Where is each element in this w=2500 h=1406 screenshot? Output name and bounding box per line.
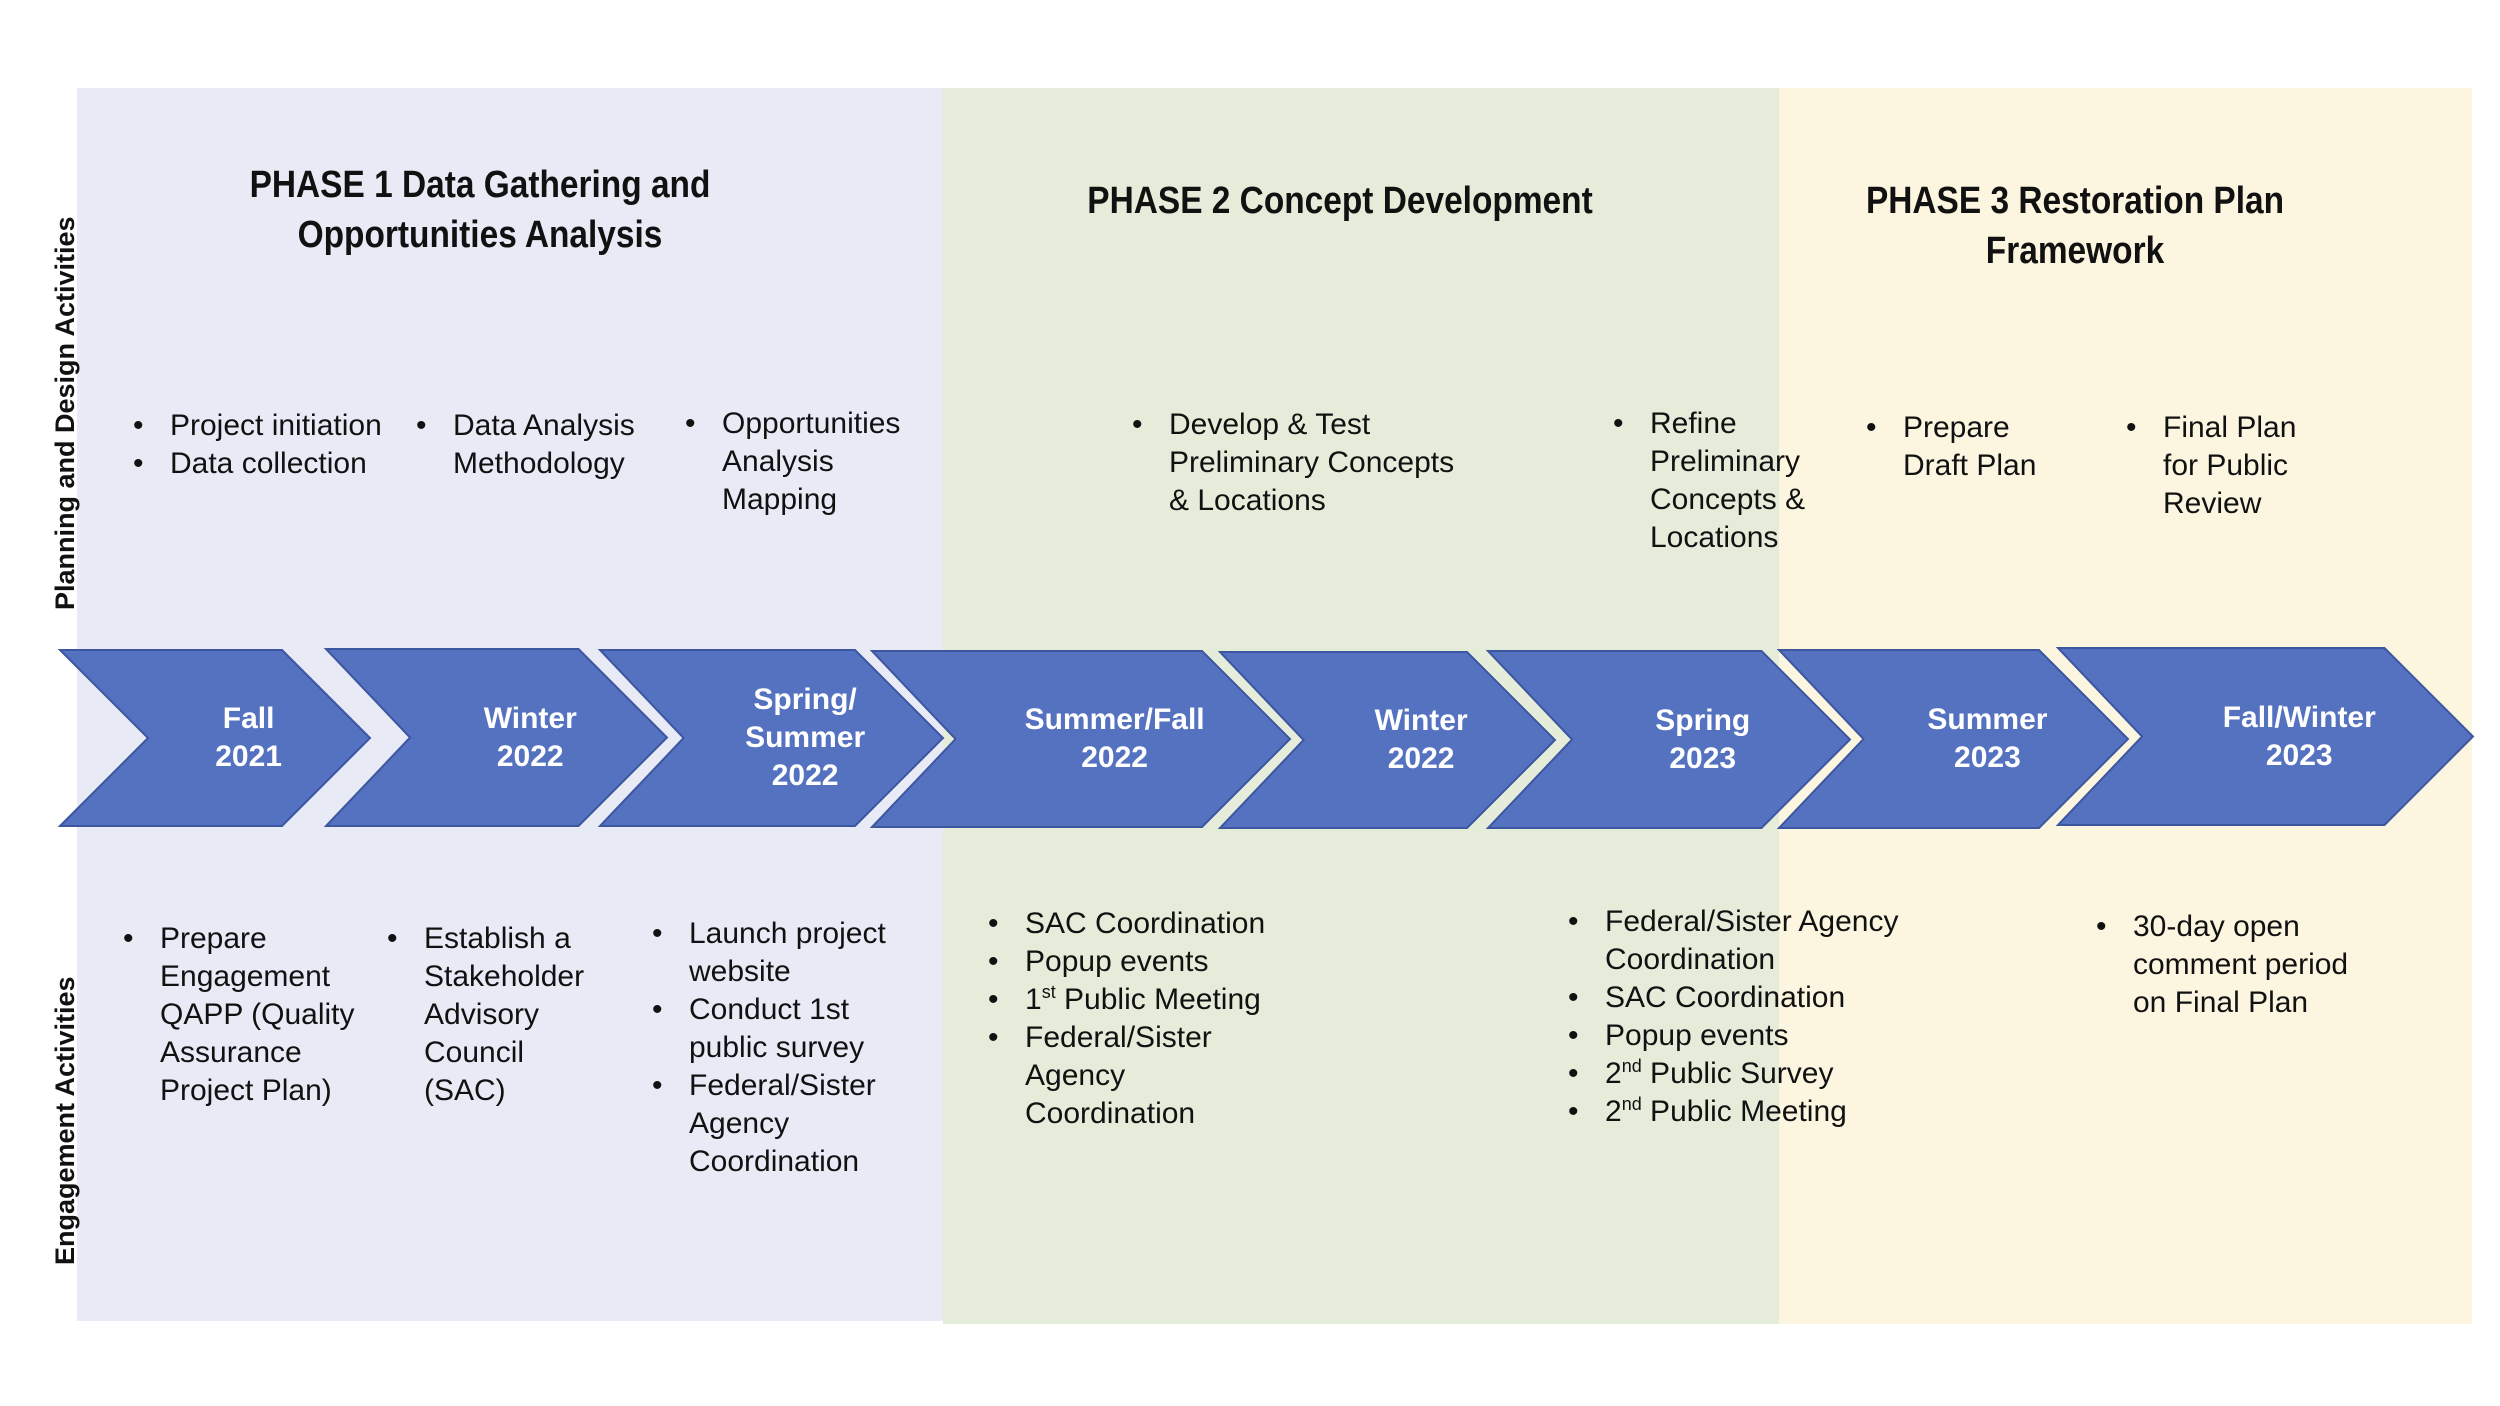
list-item: 2nd Public Survey [1568, 1055, 1898, 1093]
list-item: Conduct 1st public survey [652, 991, 886, 1067]
list-item: Data Analysis Methodology [416, 407, 635, 483]
timeline-period-label: Winter 2022 [483, 701, 577, 773]
engagement-list-3: Launch project website Conduct 1st publi… [652, 915, 886, 1181]
planning-list-5: Refine Preliminary Concepts & Locations [1613, 405, 1805, 557]
timeline-chevron [1485, 650, 1852, 829]
phase-2-title: PHASE 2 Concept Development [1087, 180, 1593, 222]
timeline-chevron [869, 650, 1292, 828]
list-item: Launch project website [652, 915, 886, 991]
engagement-list-6: 30-day open comment period on Final Plan [2096, 908, 2348, 1022]
engagement-list-2: Establish a Stakeholder Advisory Council… [387, 920, 584, 1110]
timeline-period-label: Spring 2023 [1655, 703, 1751, 775]
list-item: Federal/Sister Agency Coordination [1568, 903, 1898, 979]
list-item: SAC Coordination [988, 905, 1265, 943]
planning-list-6: Prepare Draft Plan [1866, 409, 2036, 485]
list-item: Final Plan for Public Review [2126, 409, 2296, 523]
ordinal-suffix: nd [1621, 1056, 1642, 1076]
list-item: Project initiation [133, 407, 382, 445]
engagement-list-1: Prepare Engagement QAPP (Quality Assuran… [123, 920, 355, 1110]
timeline-period-label: Summer/Fall 2022 [1024, 703, 1205, 774]
list-item: Opportunities Analysis Mapping [685, 405, 900, 519]
list-item: Popup events [988, 943, 1265, 981]
timeline-chevron [57, 649, 372, 827]
timeline-chevron [323, 648, 669, 827]
engagement-list-5: Federal/Sister Agency Coordination SAC C… [1568, 903, 1898, 1131]
planning-list-7: Final Plan for Public Review [2126, 409, 2296, 523]
list-item: Establish a Stakeholder Advisory Council… [387, 920, 584, 1110]
phase-1-title: PHASE 1 Data Gathering and Opportunities… [249, 164, 711, 256]
timeline-chevron [2055, 647, 2475, 826]
ordinal-suffix: nd [1621, 1094, 1642, 1114]
timeline-period-label: Summer 2023 [1927, 703, 2048, 774]
timeline-chevron [1217, 651, 1557, 829]
list-item: Develop & Test Preliminary Concepts & Lo… [1132, 406, 1454, 520]
timeline-period-label: Fall/Winter 2023 [2222, 700, 2376, 772]
list-item: Refine Preliminary Concepts & Locations [1613, 405, 1805, 557]
list-item: Federal/Sister Agency Coordination [988, 1019, 1265, 1133]
timeline-period-label: Fall 2021 [215, 702, 282, 773]
planning-list-1: Project initiation Data collection [133, 407, 382, 483]
planning-list-3: Opportunities Analysis Mapping [685, 405, 900, 519]
timeline-period-label: Winter 2022 [1374, 704, 1468, 775]
timeline-chevron [597, 649, 945, 827]
list-item: Federal/Sister Agency Coordination [652, 1067, 886, 1181]
planning-list-2: Data Analysis Methodology [416, 407, 635, 483]
planning-list-4: Develop & Test Preliminary Concepts & Lo… [1132, 406, 1454, 520]
timeline-chevron [1776, 649, 2130, 829]
list-item: 2nd Public Meeting [1568, 1093, 1898, 1131]
list-item: Prepare Draft Plan [1866, 409, 2036, 485]
ordinal-suffix: st [1041, 982, 1056, 1002]
engagement-list-4: SAC Coordination Popup events 1st Public… [988, 905, 1265, 1133]
list-item: 30-day open comment period on Final Plan [2096, 908, 2348, 1022]
list-item: 1st Public Meeting [988, 981, 1265, 1019]
phase-3-title: PHASE 3 Restoration Plan Framework [1865, 180, 2285, 272]
list-item: Prepare Engagement QAPP (Quality Assuran… [123, 920, 355, 1110]
timeline-period-label: Spring/ Summer 2022 [745, 683, 866, 792]
list-item: SAC Coordination [1568, 979, 1898, 1017]
list-item: Popup events [1568, 1017, 1898, 1055]
list-item: Data collection [133, 445, 382, 483]
